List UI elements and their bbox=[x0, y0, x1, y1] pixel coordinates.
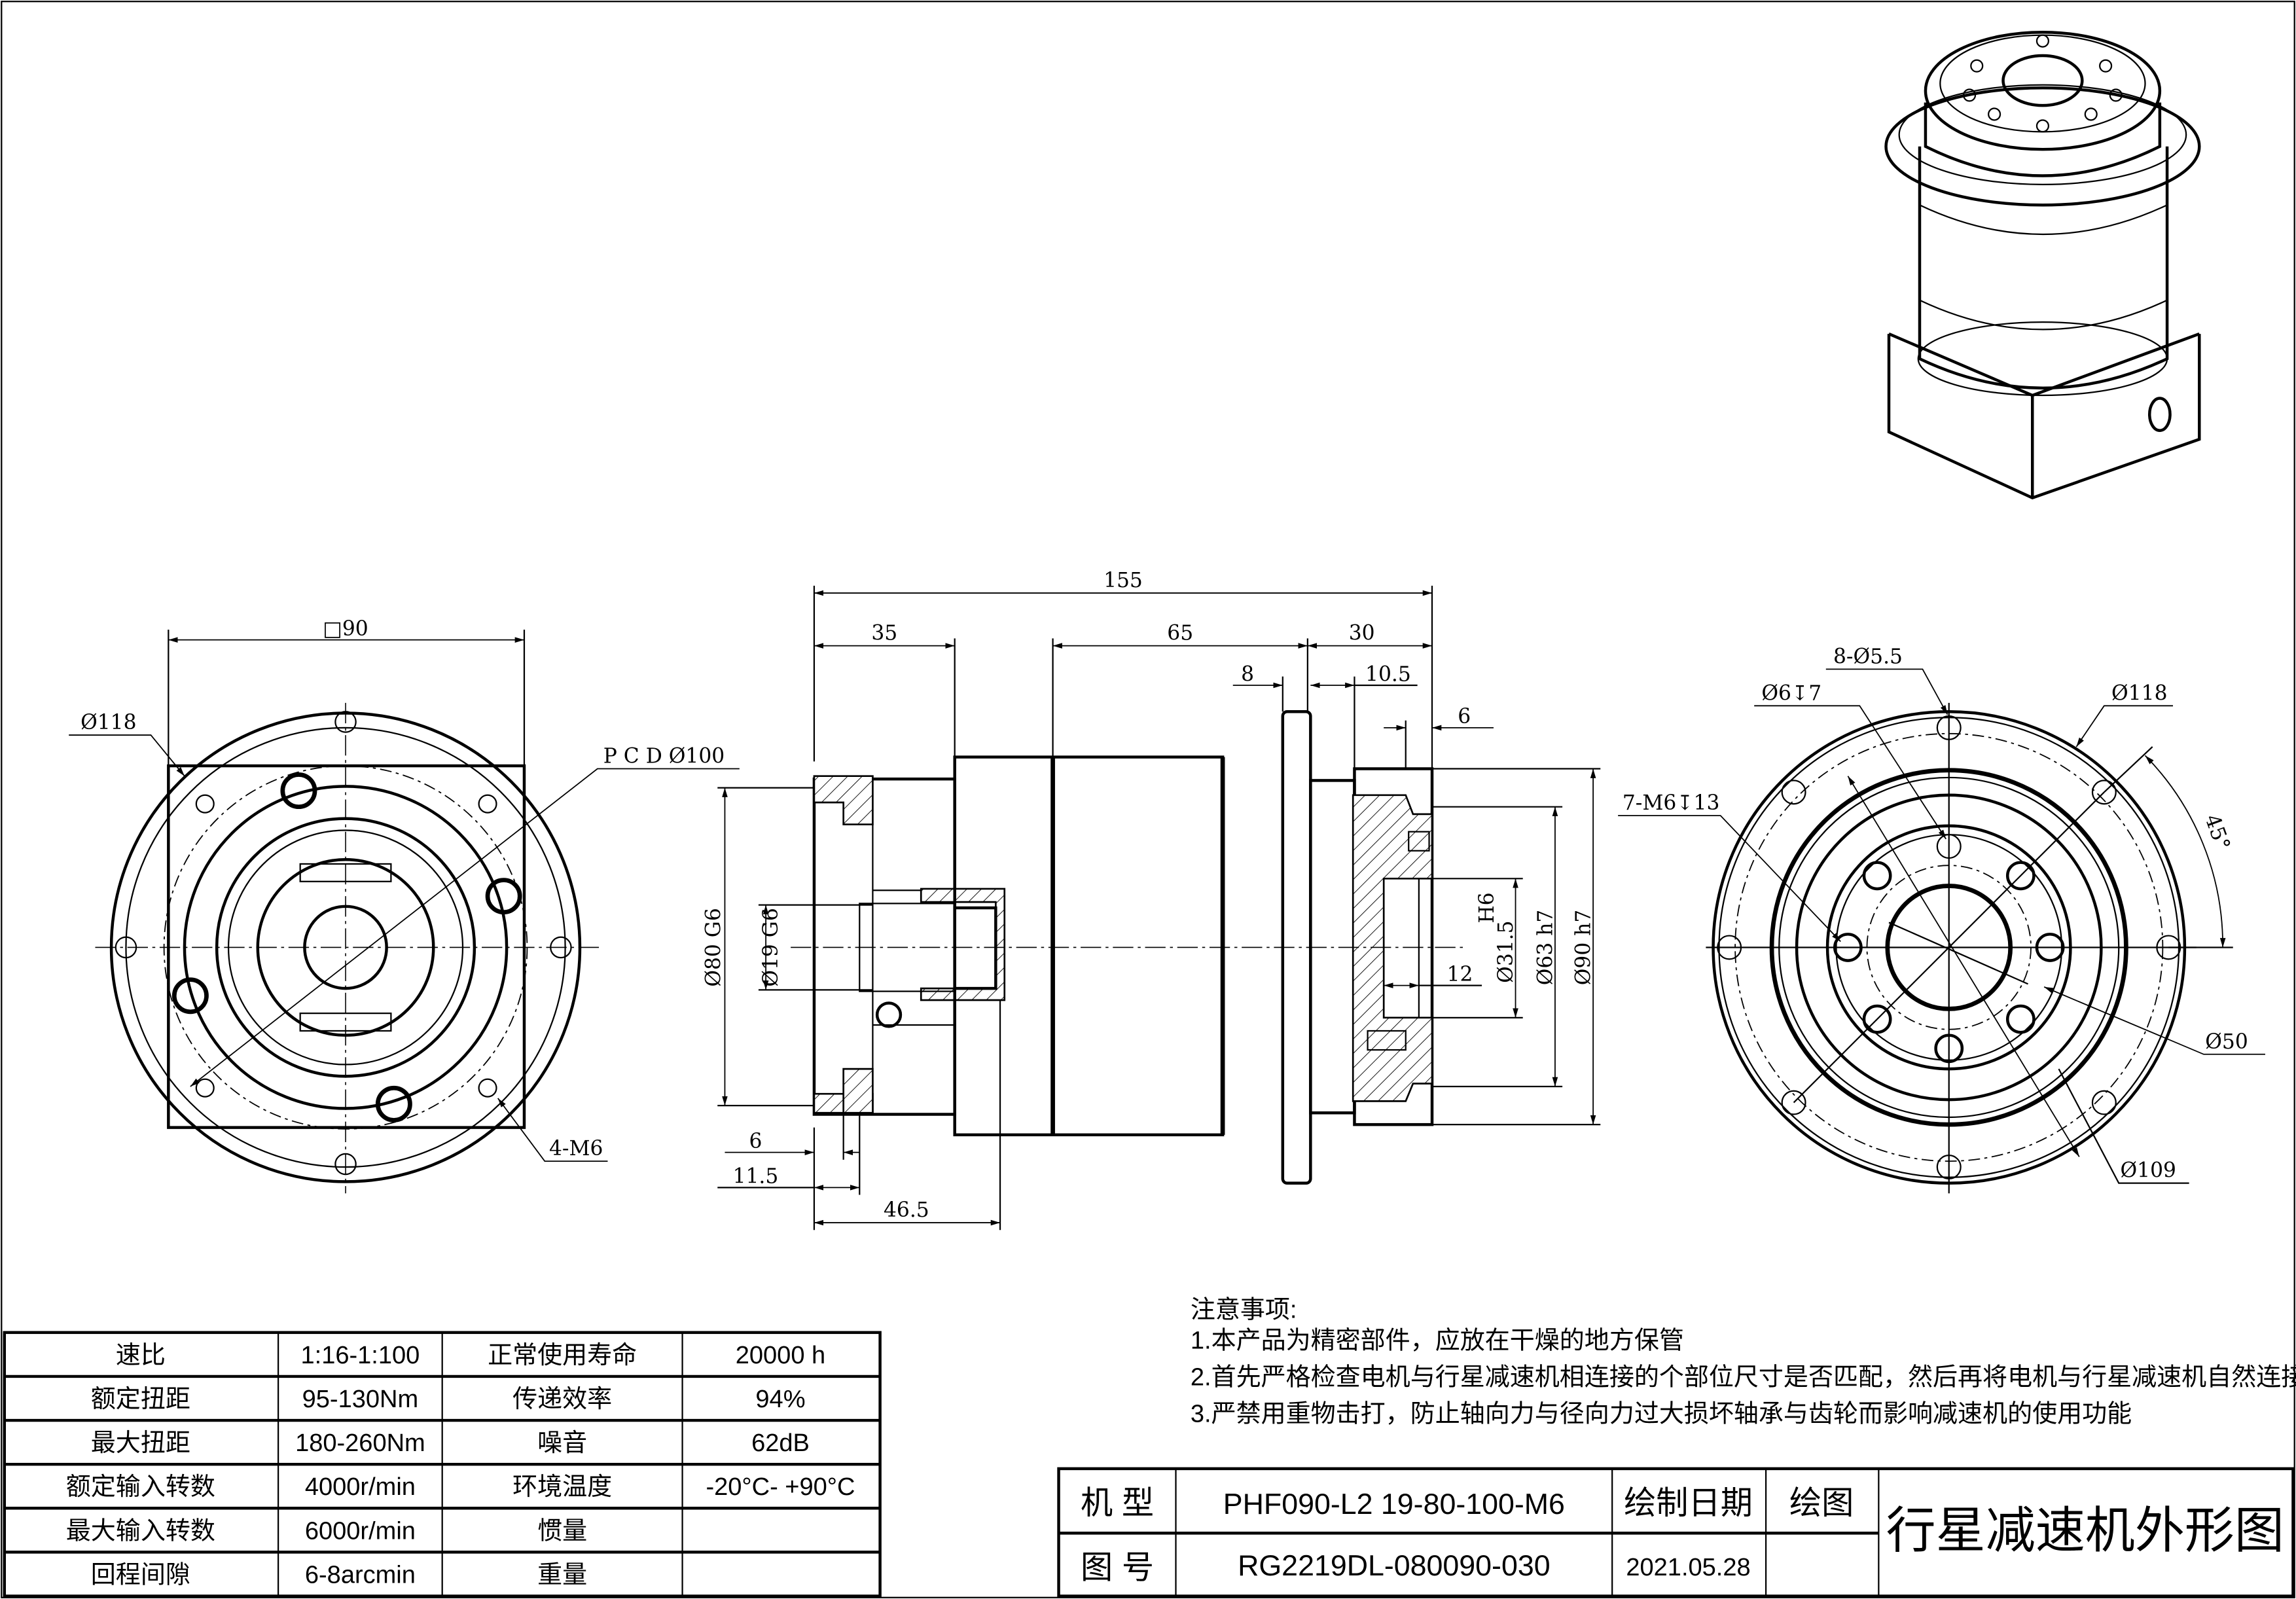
spec-value: 6-8arcmin bbox=[305, 1561, 416, 1589]
drawing-title: 行星减速机外形图 bbox=[1886, 1503, 2284, 1559]
dim-6-bottom: 6 bbox=[749, 1130, 762, 1153]
output-end-view: Ø6↧7 8-Ø5.5 Ø118 7-M6↧13 Ø50 Ø109 45° bbox=[1618, 645, 2265, 1194]
note-item: 3.严禁用重物击打，防止轴向力与径向力过大损坏轴承与齿轮而影响减速机的使用功能 bbox=[1191, 1400, 2132, 1428]
dia-80-label: Ø80 G6 bbox=[702, 908, 726, 986]
notes: 注意事项: 1.本产品为精密部件，应放在干燥的地方保管 2.首先严格检查电机与行… bbox=[1191, 1296, 2296, 1428]
spec-value: 62dB bbox=[751, 1429, 810, 1457]
isometric-view bbox=[1884, 30, 2201, 500]
spec-label: 额定输入转数 bbox=[66, 1473, 215, 1501]
spec-value: 6000r/min bbox=[305, 1517, 416, 1545]
spec-value: 1:16-1:100 bbox=[301, 1342, 420, 1369]
dim-10-5: 10.5 bbox=[1365, 662, 1411, 686]
dim-30: 30 bbox=[1349, 622, 1375, 645]
dim-35: 35 bbox=[871, 622, 897, 645]
spec-value: 4000r/min bbox=[305, 1473, 416, 1501]
dim-12: 12 bbox=[1447, 963, 1473, 986]
model-value: PHF090-L2 19-80-100-M6 bbox=[1223, 1488, 1565, 1520]
date-label: 绘制日期 bbox=[1624, 1485, 1753, 1521]
side-section-view: 155 35 65 30 8 10.5 6 6 11.5 46.5 Ø80 G6… bbox=[702, 569, 1601, 1231]
date-value: 2021.05.28 bbox=[1626, 1554, 1750, 1581]
spec-label: 惯量 bbox=[537, 1517, 587, 1545]
dia-31-5-label: Ø31.5 bbox=[1494, 920, 1518, 982]
spec-label: 环境温度 bbox=[512, 1473, 612, 1501]
spec-label: 正常使用寿命 bbox=[488, 1342, 637, 1369]
spec-value: 95-130Nm bbox=[302, 1386, 418, 1413]
outer-bolt-holes bbox=[1717, 715, 2181, 1180]
overall-length-dim: 155 bbox=[1103, 569, 1143, 592]
model-label: 机 型 bbox=[1081, 1485, 1154, 1521]
thread-label: 4-M6 bbox=[549, 1137, 603, 1160]
drawing-no-value: RG2219DL-080090-030 bbox=[1238, 1549, 1551, 1582]
spec-table: 速比 1:16-1:100 正常使用寿命 20000 h 额定扭距 95-130Nm 传递效… bbox=[3, 1331, 882, 1598]
pcd-label: P C D Ø100 bbox=[603, 745, 725, 768]
notes-title: 注意事项: bbox=[1191, 1296, 1297, 1323]
dia-90-label: Ø90 h7 bbox=[1572, 910, 1596, 986]
spec-value: 94% bbox=[755, 1386, 805, 1413]
spec-label: 速比 bbox=[116, 1342, 166, 1369]
dim-46-5: 46.5 bbox=[884, 1198, 929, 1222]
spec-value: 20000 h bbox=[736, 1342, 825, 1369]
square-dimension: □90 bbox=[323, 617, 368, 641]
dia-109-label: Ø109 bbox=[2120, 1159, 2176, 1183]
h6-label: H6 bbox=[1475, 892, 1499, 923]
dim-65: 65 bbox=[1167, 622, 1193, 645]
dim-11-5: 11.5 bbox=[733, 1165, 779, 1189]
spec-label: 传递效率 bbox=[512, 1386, 612, 1413]
dim-6-top: 6 bbox=[1458, 705, 1471, 728]
outer-diameter-right-label: Ø118 bbox=[2111, 681, 2167, 705]
spec-label: 回程间隙 bbox=[91, 1561, 190, 1589]
input-end-view: □90 Ø118 P C D Ø100 4-M6 bbox=[69, 617, 740, 1194]
bolt-hole-label: 8-Ø5.5 bbox=[1833, 645, 1903, 668]
title-block: 机 型 PHF090-L2 19-80-100-M6 绘制日期 绘图 图 号 R… bbox=[1057, 1467, 2295, 1598]
drawing-no-label: 图 号 bbox=[1081, 1550, 1154, 1586]
note-item: 1.本产品为精密部件，应放在干燥的地方保管 bbox=[1191, 1327, 1684, 1354]
spec-label: 最大扭距 bbox=[91, 1429, 190, 1457]
spec-value: -20°C- +90°C bbox=[706, 1473, 855, 1501]
dia-50-label: Ø50 bbox=[2205, 1030, 2248, 1054]
dia-63-label: Ø63 h7 bbox=[1534, 910, 1557, 986]
note-item: 2.首先严格检查电机与行星减速机相连接的个部位尺寸是否匹配，然后再将电机与行星减… bbox=[1191, 1363, 2296, 1391]
thread-right-label: 7-M6↧13 bbox=[1623, 791, 1720, 815]
spec-label: 最大输入转数 bbox=[66, 1517, 215, 1545]
spec-label: 重量 bbox=[537, 1561, 587, 1589]
dia-19-label: Ø19 G6 bbox=[759, 908, 783, 986]
spec-label: 噪音 bbox=[537, 1429, 587, 1457]
drawer-label: 绘图 bbox=[1789, 1485, 1854, 1521]
spec-label: 额定扭距 bbox=[91, 1386, 190, 1413]
dim-8: 8 bbox=[1241, 662, 1254, 686]
angle-45-label: 45° bbox=[2200, 812, 2234, 853]
spec-value: 180-260Nm bbox=[295, 1429, 425, 1457]
outer-diameter-label: Ø118 bbox=[81, 711, 136, 734]
pin-hole-label: Ø6↧7 bbox=[1761, 681, 1821, 705]
